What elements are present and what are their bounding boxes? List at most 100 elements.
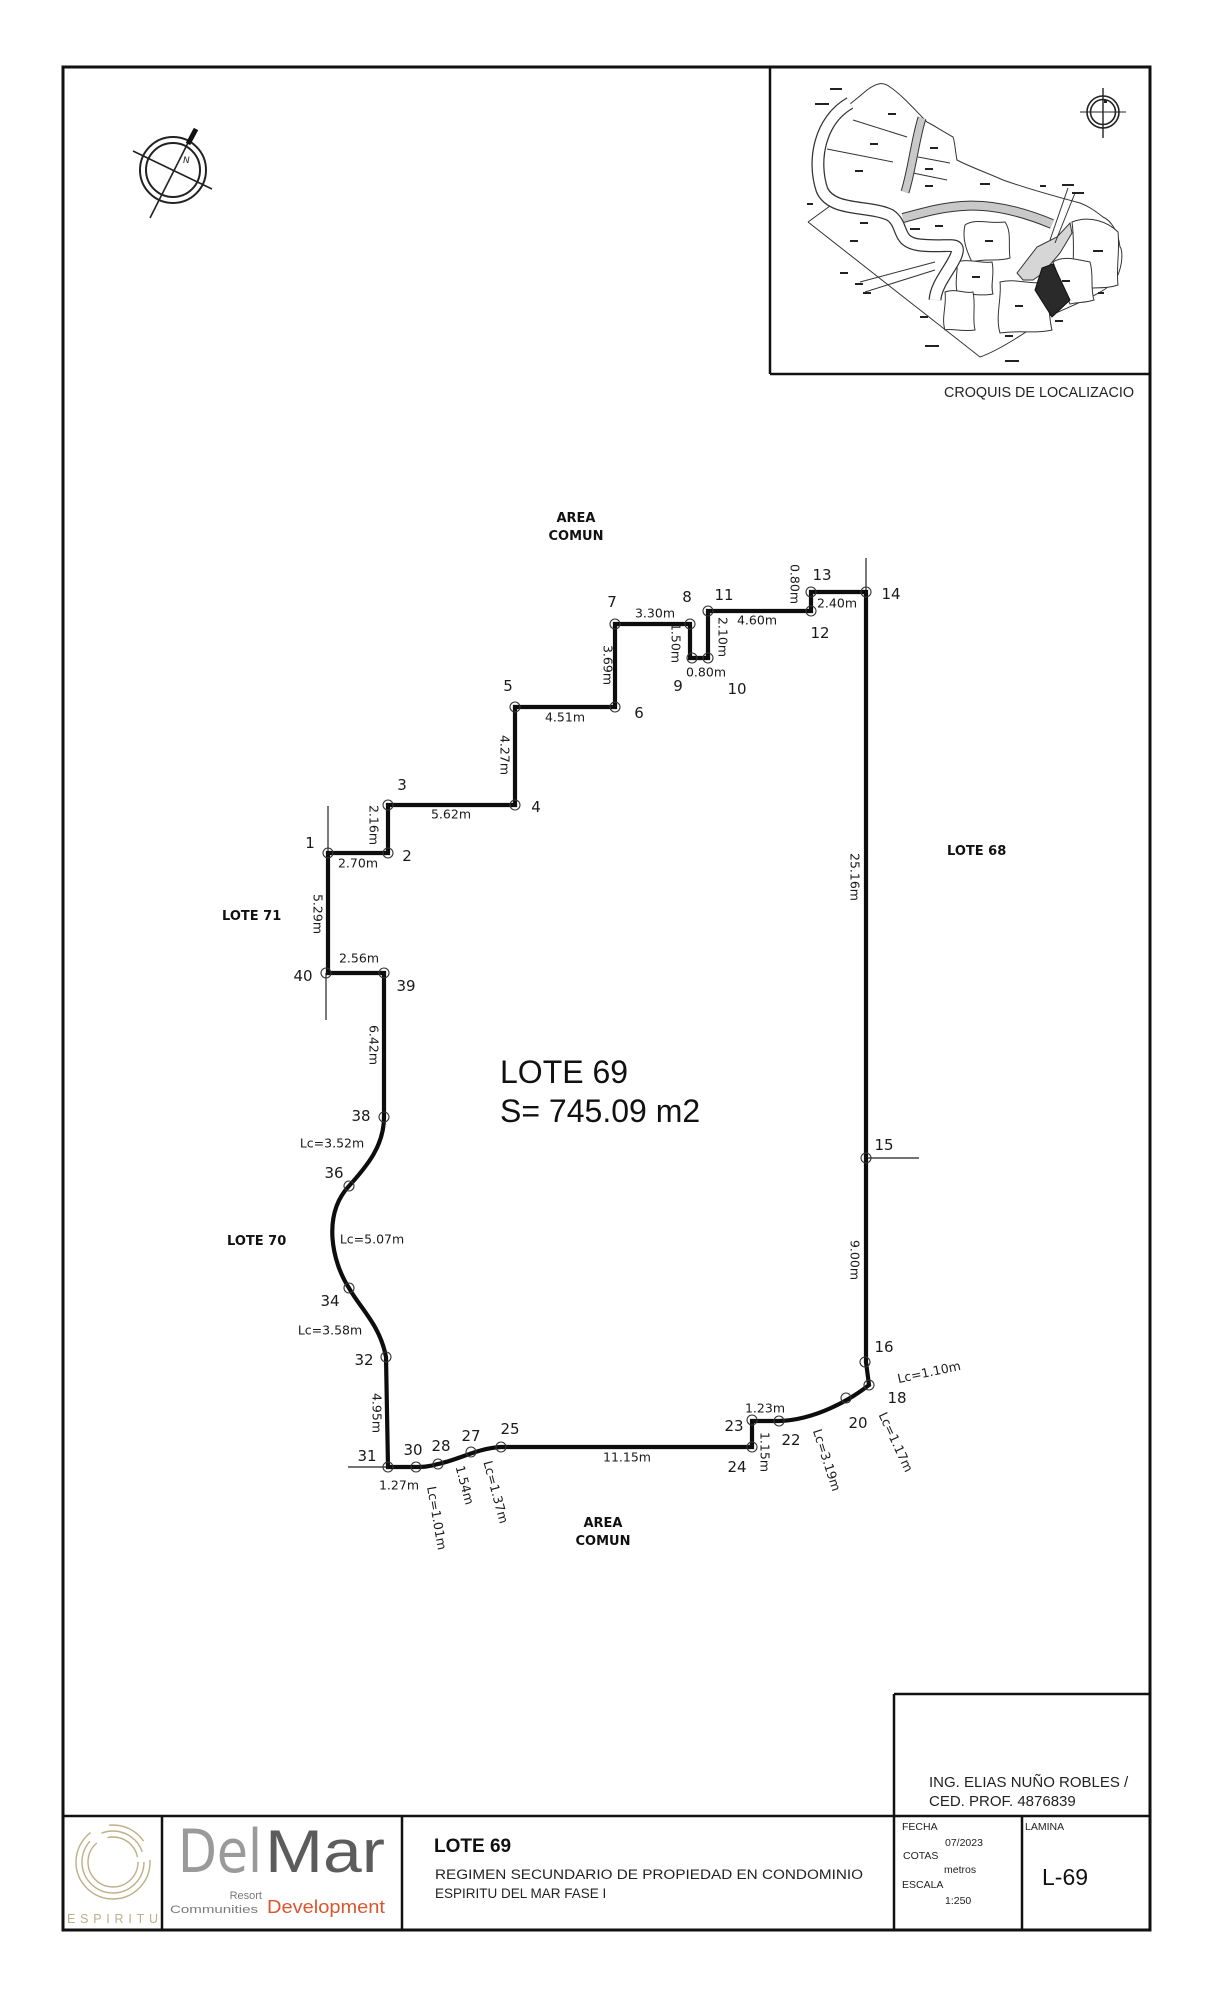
- vertex-label: 6: [634, 704, 644, 722]
- engineer-license: CED. PROF. 4876839: [929, 1793, 1076, 1810]
- vertex-label: 24: [727, 1458, 746, 1476]
- area-comun-bottom-line2: COMUN: [576, 1534, 631, 1549]
- dimension-label: Lc=3.58m: [298, 1323, 362, 1338]
- inset-parcel-line: [826, 148, 894, 163]
- vertex-label: 10: [727, 680, 746, 698]
- dimension-label: 2.40m: [817, 596, 857, 611]
- vertex-marker: [382, 799, 394, 811]
- dimension-label: 2.56m: [339, 951, 379, 966]
- north-arrow-icon: N: [132, 127, 213, 219]
- vertex-marker: [702, 605, 714, 617]
- dimension-label: 4.60m: [737, 613, 777, 628]
- dimension-label: 3.30m: [635, 606, 675, 621]
- delmar-development: Development: [267, 1897, 385, 1917]
- area-comun-top-line1: AREA: [556, 511, 595, 526]
- vertex-label: 5: [503, 677, 513, 695]
- vertex-label: 36: [324, 1164, 343, 1182]
- north-label: N: [183, 156, 190, 166]
- vertex-marker: [465, 1446, 477, 1458]
- dimension-label: 25.16m: [848, 853, 863, 901]
- inset-gray-road: [901, 201, 1054, 228]
- vertex-marker: [773, 1415, 785, 1427]
- area-comun-bottom-line1: AREA: [583, 1516, 622, 1531]
- inset-gray-road: [901, 116, 926, 194]
- inset-parcel-line: [917, 156, 951, 164]
- vertex-marker: [432, 1458, 444, 1470]
- vertex-label: 1: [305, 834, 315, 852]
- vertex-label: 25: [500, 1420, 519, 1438]
- dimension-label: 5.62m: [431, 807, 471, 822]
- title-block: ESPIRITU Del Mar Resort Communities Deve…: [63, 1692, 1150, 1930]
- delmar-communities: Communities: [170, 1904, 259, 1916]
- cotas-value: metros: [944, 1864, 976, 1876]
- neighbor-lote-68: LOTE 68: [947, 844, 1006, 859]
- lamina-label: LAMINA: [1025, 1821, 1064, 1833]
- vertex-marker: [805, 605, 817, 617]
- vertex-label: 20: [848, 1414, 867, 1432]
- dimension-label: 4.51m: [545, 710, 585, 725]
- vertex-label: 18: [887, 1389, 906, 1407]
- dimension-label: 2.70m: [338, 856, 378, 871]
- area-comun-top-line2: COMUN: [549, 529, 604, 544]
- inset-pier: [1016, 221, 1073, 281]
- vertex-marker: [840, 1392, 852, 1404]
- description-line-2: ESPIRITU DEL MAR FASE I: [435, 1886, 606, 1901]
- vertex-marker: [609, 618, 621, 630]
- neighbor-lote-70: LOTE 70: [227, 1234, 286, 1249]
- vertex-label: 7: [607, 593, 617, 611]
- vertex-label: 30: [403, 1441, 422, 1459]
- dimension-label: Lc=3.19m: [810, 1427, 844, 1493]
- dimension-label: 9.00m: [848, 1240, 863, 1280]
- lot-boundary: [325, 589, 872, 1470]
- dimension-label: 2.10m: [716, 617, 731, 657]
- vertex-label: 16: [874, 1338, 893, 1356]
- dimension-label: Lc=1.37m: [480, 1459, 511, 1525]
- dimension-label: 4.95m: [370, 1393, 385, 1433]
- location-map: [807, 83, 1126, 362]
- inset-label-marks: [807, 88, 1104, 362]
- engineer-name: ING. ELIAS NUÑO ROBLES /: [929, 1774, 1129, 1791]
- dimension-label: Lc=1.10m: [896, 1358, 962, 1386]
- vertex-label: 34: [320, 1292, 339, 1310]
- vertex-marker: [746, 1441, 758, 1453]
- vertex-label: 2: [402, 847, 412, 865]
- vertex-marker: [860, 1152, 872, 1164]
- inset-leader-line: [1054, 192, 1076, 244]
- vertex-label: 11: [714, 586, 733, 604]
- dimension-label: 1.15m: [758, 1432, 773, 1472]
- dimension-label: Lc=1.17m: [876, 1410, 917, 1475]
- site-outline-edge: [807, 205, 831, 223]
- vertex-label: 23: [724, 1417, 743, 1435]
- description-line-1: REGIMEN SECUNDARIO DE PROPIEDAD EN CONDO…: [435, 1867, 863, 1882]
- location-sketch: CROQUIS DE LOCALIZACIO: [768, 67, 1150, 401]
- vertex-markers: [320, 586, 875, 1473]
- vertex-label: 13: [812, 566, 831, 584]
- inset-leader-line: [1049, 187, 1069, 241]
- vertex-marker: [343, 1282, 355, 1294]
- vertex-marker: [322, 847, 334, 859]
- vertex-marker: [805, 586, 817, 598]
- dimension-label: 1.23m: [745, 1401, 785, 1416]
- dimension-label: Lc=5.07m: [340, 1232, 404, 1247]
- neighbor-lote-71: LOTE 71: [222, 909, 281, 924]
- lot-title: LOTE 69: [500, 1054, 628, 1090]
- dimension-label: 1.27m: [379, 1478, 419, 1493]
- vertex-label: 15: [874, 1136, 893, 1154]
- dimension-label: 1.50m: [669, 623, 684, 663]
- inset-parcel-line: [912, 172, 948, 181]
- dimension-label: 11.15m: [603, 1450, 651, 1465]
- vertex-marker: [382, 847, 394, 859]
- dimension-label: 5.29m: [311, 894, 326, 934]
- dimension-label: 4.27m: [498, 735, 513, 775]
- lamina-value: L-69: [1042, 1864, 1088, 1890]
- vertex-label: 39: [396, 977, 415, 995]
- vertex-marker: [509, 799, 521, 811]
- fecha-label: FECHA: [902, 1821, 938, 1833]
- vertex-label: 38: [351, 1107, 370, 1125]
- vertex-marker: [382, 1461, 394, 1473]
- inset-leader-line: [859, 261, 936, 283]
- dimension-label: 6.42m: [367, 1025, 382, 1065]
- inset-parcel: [943, 290, 976, 332]
- vertex-label: 14: [881, 585, 900, 603]
- vertex-marker: [609, 701, 621, 713]
